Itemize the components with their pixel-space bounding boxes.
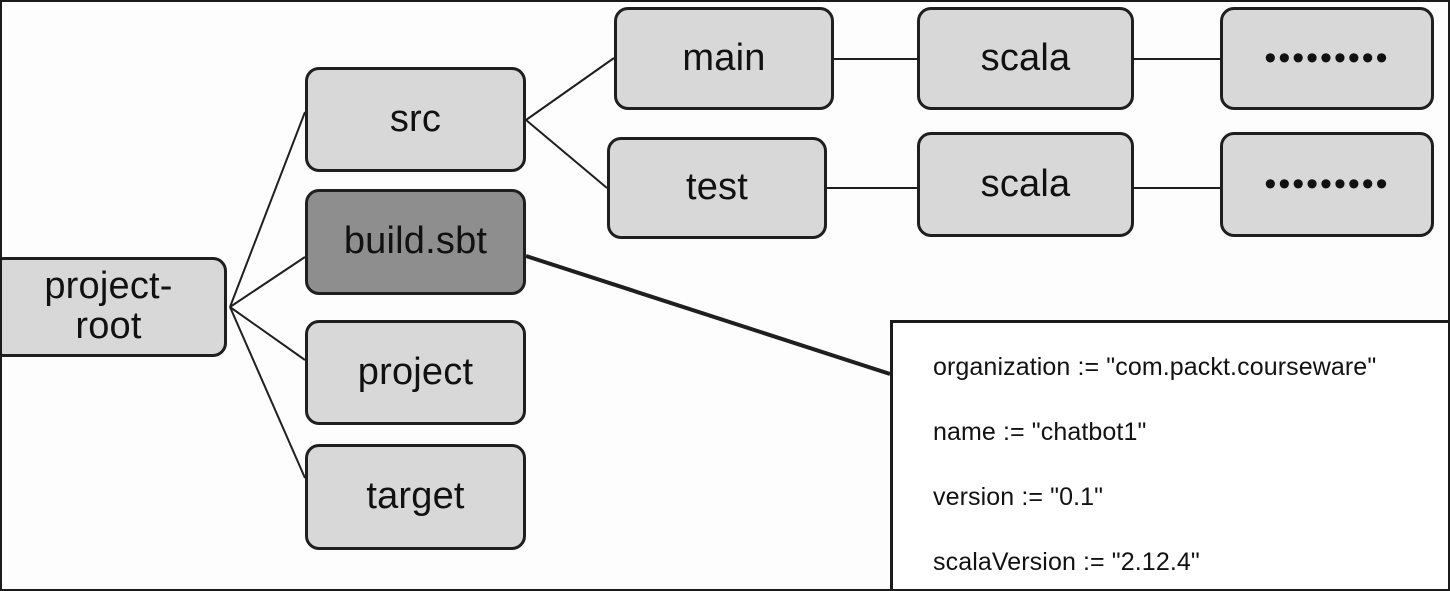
node-ellipsis-main[interactable]: ••••••••• — [1220, 7, 1434, 110]
node-label-scala-main: scala — [980, 36, 1071, 79]
node-label-target: target — [366, 475, 465, 518]
node-project[interactable]: project — [305, 320, 526, 425]
code-line-organization: organization := "com.packt.courseware" — [933, 353, 1377, 381]
node-project-root[interactable]: project- root — [2, 257, 227, 357]
node-label-project-root: project- root — [44, 265, 173, 347]
edge-root-to-target — [229, 306, 306, 479]
node-label-project: project — [357, 350, 474, 393]
code-line-name: name := "chatbot1" — [933, 418, 1147, 446]
node-main[interactable]: main — [614, 7, 834, 110]
edge-root-to-project — [229, 306, 306, 361]
node-label-scala-test: scala — [980, 162, 1071, 205]
node-ellipsis-test[interactable]: ••••••••• — [1220, 132, 1434, 237]
code-line-scalaVersion: scalaVersion := "2.12.4" — [933, 548, 1200, 576]
edge-root-to-build-sbt — [229, 256, 306, 308]
node-label-src: src — [389, 97, 442, 140]
node-label-ellipsis-test: ••••••••• — [1264, 164, 1390, 203]
node-label-test: test — [685, 166, 749, 209]
edge-src-to-test — [525, 119, 608, 189]
edge-build-sbt-to-codebox — [525, 254, 891, 376]
node-scala-test[interactable]: scala — [917, 132, 1134, 237]
edge-src-to-main — [525, 57, 615, 121]
node-label-main: main — [682, 36, 766, 79]
node-build-sbt[interactable]: build.sbt — [305, 189, 526, 295]
node-target[interactable]: target — [305, 444, 526, 550]
node-test[interactable]: test — [607, 137, 827, 239]
node-scala-main[interactable]: scala — [917, 7, 1134, 110]
code-line-version: version := "0.1" — [933, 483, 1104, 511]
node-label-ellipsis-main: ••••••••• — [1264, 38, 1390, 77]
node-src[interactable]: src — [305, 67, 526, 172]
edge-root-to-src — [229, 111, 306, 308]
build-sbt-contents-box: organization := "com.packt.courseware" na… — [890, 320, 1448, 589]
node-label-build-sbt: build.sbt — [343, 220, 488, 263]
